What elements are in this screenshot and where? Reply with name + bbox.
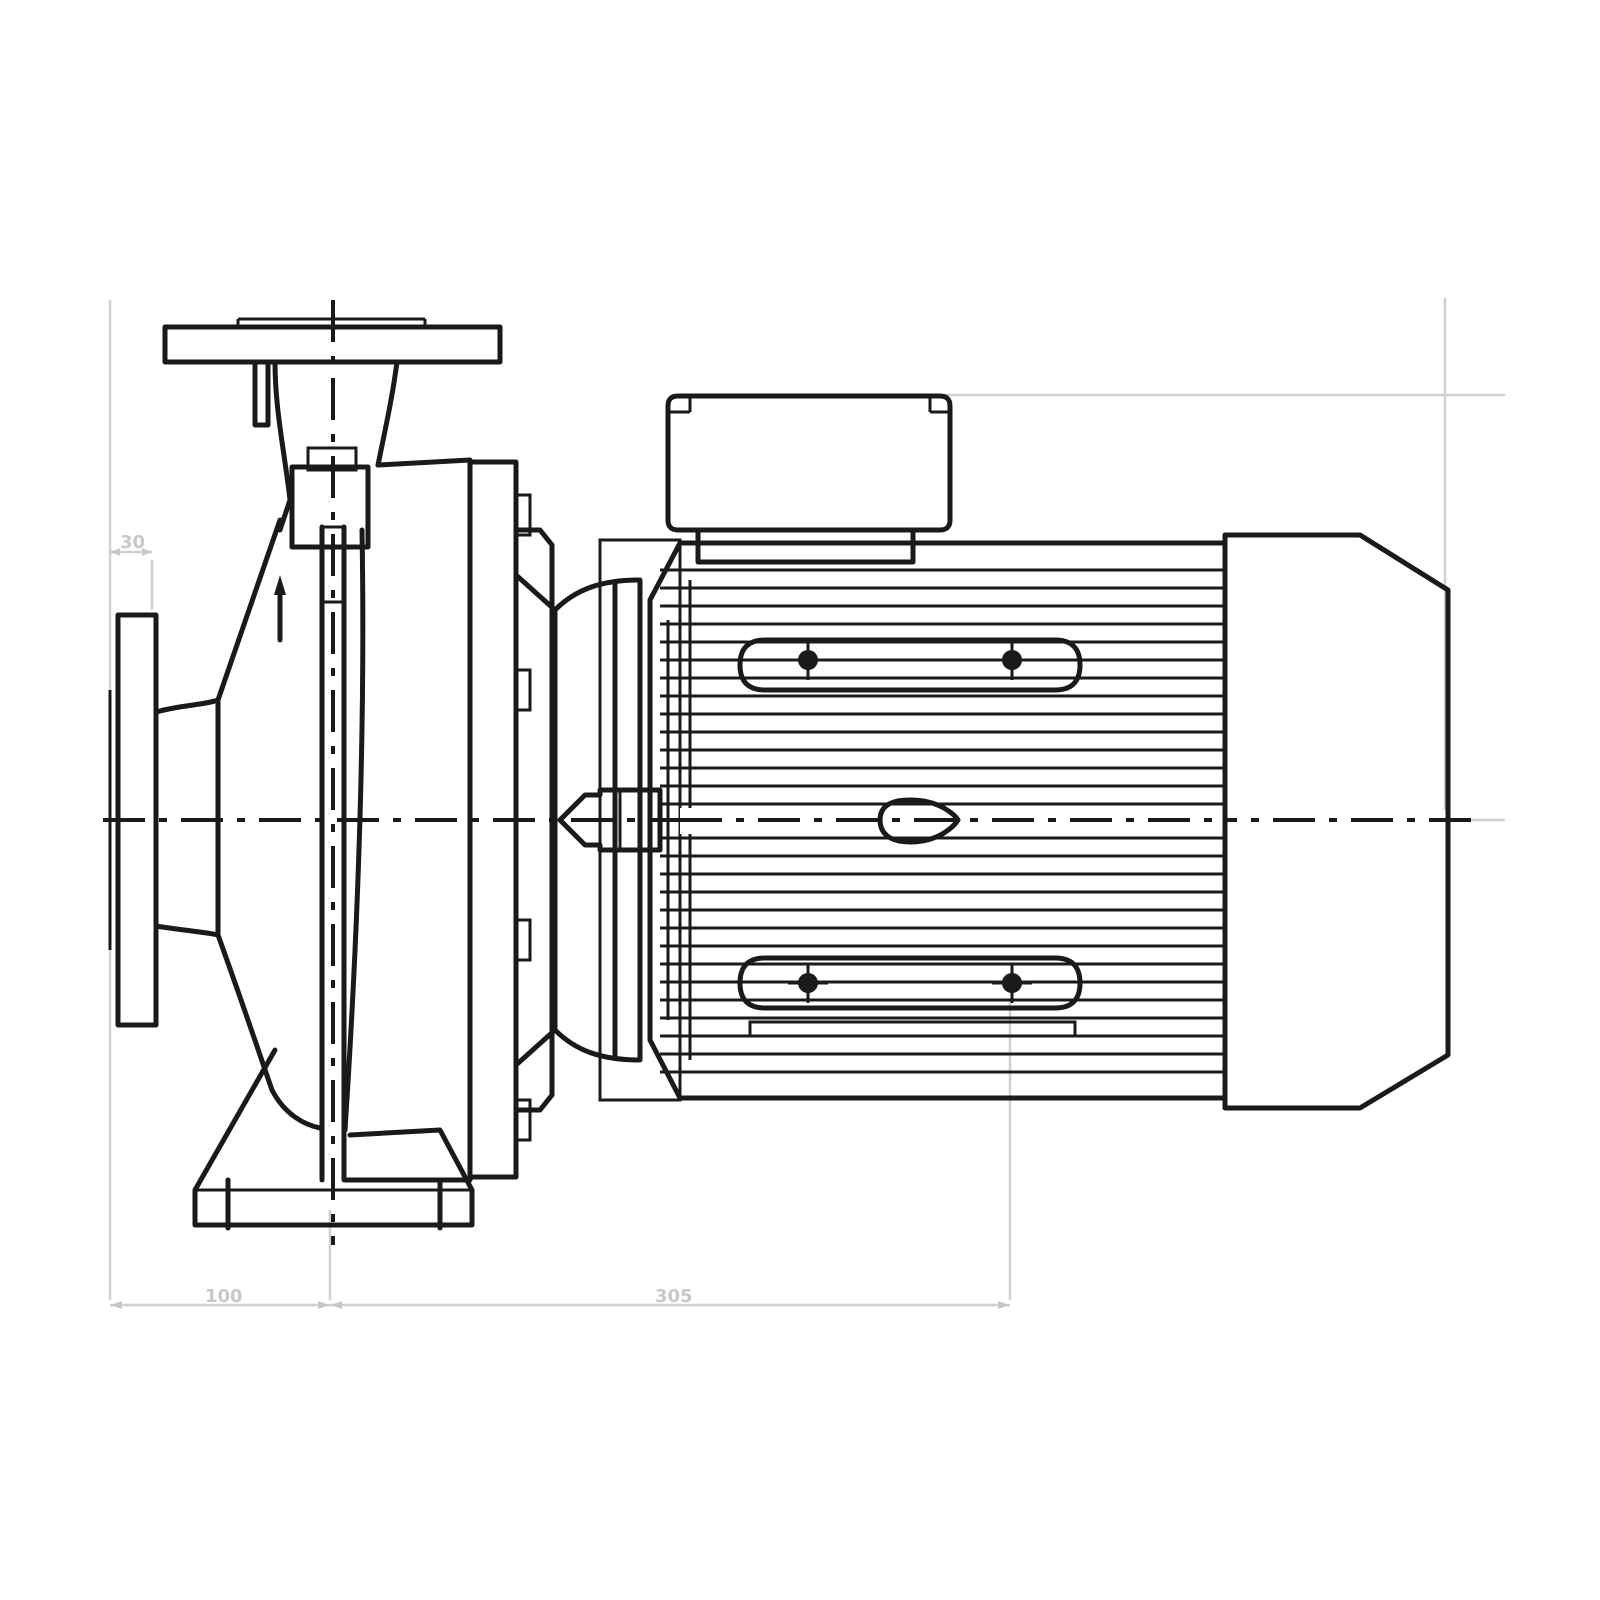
cooling-fins [660, 568, 1225, 1074]
motor [647, 393, 1451, 1111]
screw-icons [788, 640, 1032, 1003]
lower-plate [737, 955, 1083, 1011]
dimension-lines: 30 100 305 [108, 298, 1505, 1309]
upper-plate [737, 637, 1083, 693]
bearing-bracket [513, 527, 682, 1113]
impeller-nut [289, 464, 371, 550]
terminal-box [665, 393, 953, 533]
center-lines [103, 300, 1480, 1245]
dimension-label-305: 305 [655, 1286, 693, 1307]
pump-housing [108, 317, 532, 1231]
dimension-label-100: 100 [205, 1286, 243, 1307]
discharge-flange [162, 324, 503, 365]
dimension-label-30: 30 [120, 532, 145, 553]
suction-flange [115, 612, 159, 1028]
lifting-eye [877, 797, 961, 845]
